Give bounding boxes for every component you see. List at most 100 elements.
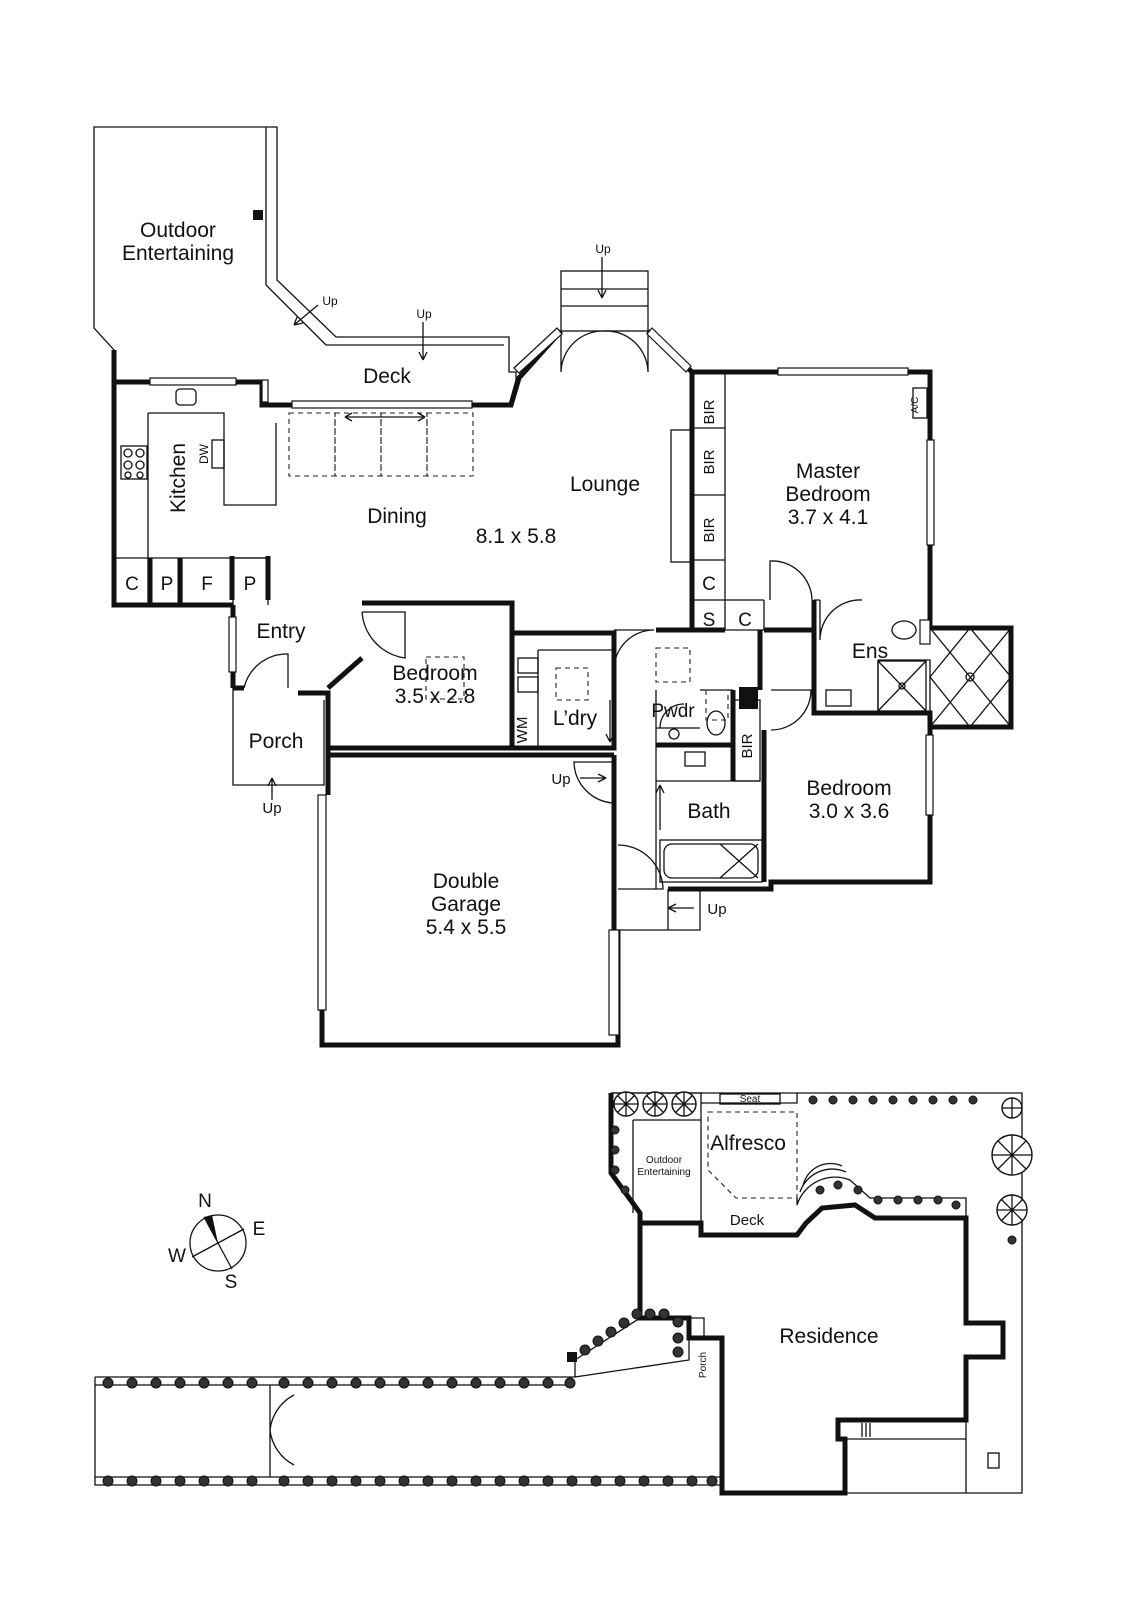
pantry-wall bbox=[147, 556, 271, 605]
main-external-wall bbox=[111, 329, 933, 892]
driveway-gate bbox=[269, 1385, 295, 1477]
up-arrow bbox=[580, 773, 607, 783]
lounge-side-window bbox=[513, 327, 563, 374]
window bbox=[228, 616, 237, 673]
residence-steps bbox=[861, 1423, 871, 1437]
burner bbox=[135, 460, 145, 470]
seat bbox=[719, 1093, 781, 1105]
deck-rail bbox=[265, 127, 504, 346]
bath-wall bbox=[655, 745, 760, 889]
tree-icon bbox=[1001, 1097, 1023, 1119]
window bbox=[261, 379, 269, 403]
compass-n: N bbox=[198, 1191, 212, 1212]
skylight-center bbox=[965, 672, 975, 682]
deck-curve bbox=[796, 1176, 967, 1218]
sliding-door bbox=[291, 400, 473, 409]
toilet bbox=[891, 620, 917, 640]
post bbox=[253, 210, 263, 220]
residence-outline bbox=[637, 1202, 1006, 1496]
master-bedroom-size: 3.7 x 4.1 bbox=[788, 506, 869, 529]
hall-door-swing bbox=[613, 629, 655, 671]
p-label: P bbox=[244, 574, 257, 595]
bedroom3-window bbox=[925, 734, 934, 816]
powder-basin bbox=[668, 728, 680, 740]
residence-annex bbox=[837, 1420, 967, 1493]
outdoor-area-inner bbox=[611, 1092, 798, 1235]
ensuite-label: Ens bbox=[852, 640, 888, 663]
skylight-cross bbox=[929, 626, 1012, 729]
powder-wall bbox=[656, 690, 736, 781]
laundry-label: L’dry bbox=[553, 707, 598, 730]
porch-path bbox=[574, 1317, 705, 1378]
garage-door-swing bbox=[573, 761, 615, 804]
compass-icon bbox=[189, 1214, 247, 1272]
porch-label: Porch bbox=[698, 1352, 709, 1378]
bedroom2-door-swing bbox=[361, 611, 406, 659]
seat-label: Seat bbox=[740, 1094, 761, 1105]
garage-door bbox=[317, 794, 327, 1011]
ac-unit bbox=[912, 387, 928, 419]
f-label: F bbox=[201, 574, 213, 595]
laundry-wall bbox=[512, 630, 617, 751]
tree-icon bbox=[671, 1091, 697, 1117]
outdoor-entertaining-label-2: Entertaining bbox=[122, 242, 234, 265]
master-door-swing bbox=[769, 560, 813, 601]
ensuite-inner bbox=[814, 599, 931, 713]
compass-e: E bbox=[253, 1219, 266, 1240]
master-side-window bbox=[926, 439, 935, 546]
cooktop bbox=[120, 445, 148, 480]
outdoor-entertaining-label-1: Outdoor bbox=[140, 219, 216, 242]
floor-plan: Outdoor Entertaining Deck Up Up Up Loung… bbox=[93, 126, 1014, 1048]
dining-label: Dining bbox=[367, 505, 427, 528]
bedroom2-size: 3.5 x 2.8 bbox=[395, 685, 476, 708]
up-arrow bbox=[418, 322, 428, 361]
up-label: Up bbox=[595, 242, 611, 256]
garage-side-window bbox=[608, 929, 620, 1036]
sink bbox=[175, 388, 197, 406]
entry-side-wall bbox=[298, 656, 364, 752]
burner bbox=[135, 448, 145, 458]
bedroom2-label: Bedroom bbox=[392, 662, 477, 685]
shrub-row-garden bbox=[610, 1095, 1017, 1245]
shrub-row-top bbox=[102, 1377, 576, 1389]
master-bedroom-label-1: Master bbox=[796, 460, 860, 483]
powder-label: Pwdr bbox=[651, 701, 695, 722]
shrub-row-bottom bbox=[102, 1475, 718, 1487]
property-boundary bbox=[94, 1092, 1023, 1494]
bir-label: BIR bbox=[701, 517, 718, 542]
ensuite-wall bbox=[811, 600, 933, 730]
bath-label: Bath bbox=[687, 800, 730, 823]
hall-dashed bbox=[655, 647, 691, 683]
burner bbox=[124, 471, 132, 479]
master-bedroom-label-2: Bedroom bbox=[785, 483, 870, 506]
slide-arrow bbox=[344, 412, 426, 422]
shower-tray bbox=[877, 660, 927, 712]
wm-label: WM bbox=[514, 717, 531, 744]
laundry-appliance-2 bbox=[517, 676, 539, 693]
entry-door-swing bbox=[243, 653, 289, 689]
kitchen-window bbox=[149, 377, 237, 386]
up-label: Up bbox=[322, 294, 338, 308]
lounge-side-window bbox=[646, 327, 692, 373]
bir-label: BIR bbox=[739, 733, 756, 758]
window bbox=[919, 619, 931, 645]
laundry-bench bbox=[537, 649, 612, 748]
garage-label-2: Garage bbox=[431, 893, 501, 916]
tree-icon bbox=[996, 1194, 1028, 1226]
dw-label: DW bbox=[197, 443, 211, 464]
bath-tub-inner bbox=[663, 843, 759, 879]
living-size-label: 8.1 x 5.8 bbox=[476, 525, 557, 548]
c-label: C bbox=[702, 574, 716, 595]
bedroom3-label: Bedroom bbox=[806, 777, 891, 800]
powder-dashed bbox=[705, 689, 729, 721]
entry-label: Entry bbox=[256, 620, 306, 643]
garage-size: 5.4 x 5.5 bbox=[426, 916, 507, 939]
master-window bbox=[777, 367, 909, 376]
laundry-tub bbox=[555, 667, 589, 701]
burner bbox=[136, 471, 144, 479]
up-label: Up bbox=[262, 800, 281, 817]
bath-tub bbox=[659, 839, 763, 883]
rear-stairs bbox=[618, 889, 701, 931]
kitchen-label: Kitchen bbox=[167, 443, 190, 513]
up-arrow bbox=[597, 257, 607, 299]
